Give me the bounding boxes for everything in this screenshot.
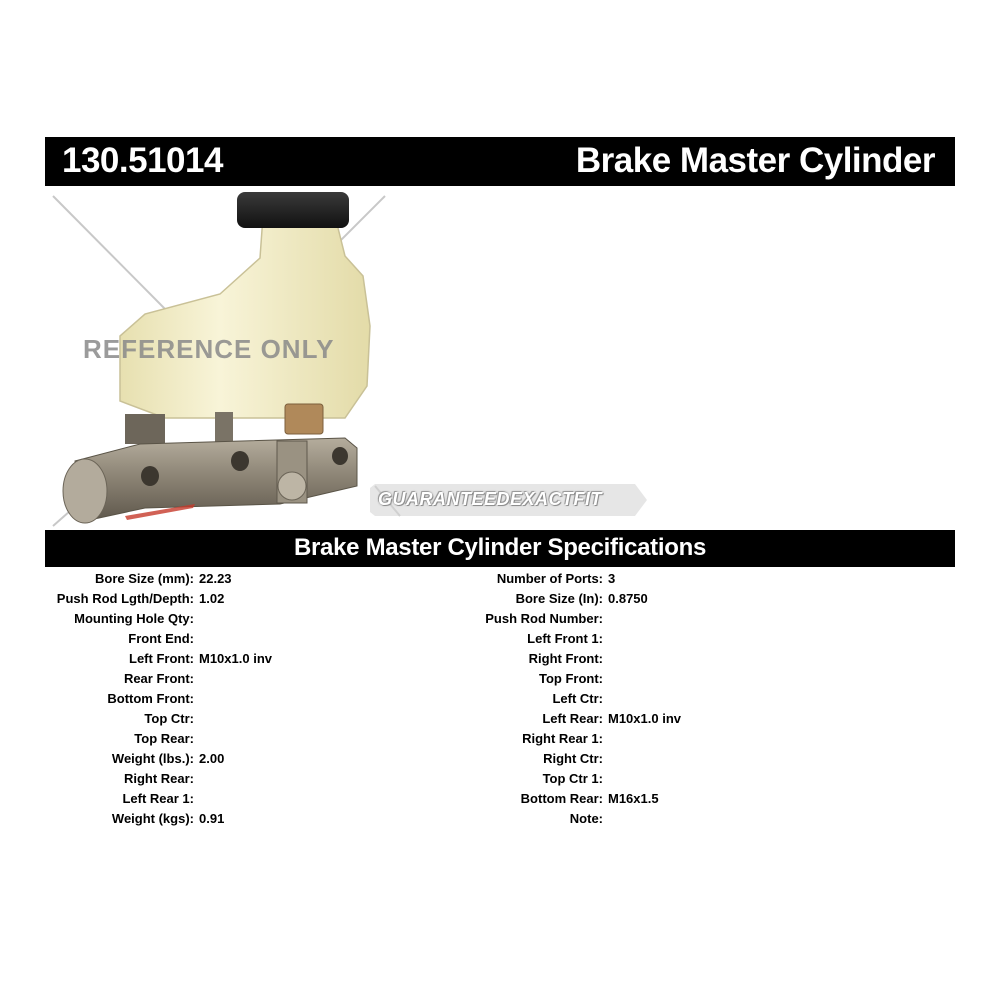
- mounting-tab: [215, 412, 233, 444]
- spec-row: Number of Ports: 3: [450, 569, 681, 589]
- spec-label: Number of Ports:: [496, 571, 603, 586]
- spec-label: Bore Size (mm):: [95, 571, 194, 586]
- spec-row: Left Rear: M10x1.0 inv: [450, 709, 681, 729]
- reference-only-watermark: REFERENCE ONLY: [83, 334, 335, 364]
- spec-label: Left Rear:: [542, 711, 603, 726]
- spec-row: Top Ctr:: [45, 709, 272, 729]
- reservoir-grommet: [125, 414, 165, 444]
- spec-label: Mounting Hole Qty:: [74, 611, 194, 626]
- spec-row: Left Front: M10x1.0 inv: [45, 649, 272, 669]
- guaranteed-exact-fit-watermark: GUARANTEEDEXACTFIT: [378, 489, 602, 509]
- spec-label: Note:: [569, 811, 603, 826]
- port-3: [332, 447, 348, 465]
- spec-label: Right Ctr:: [543, 751, 603, 766]
- reference-line: [52, 195, 171, 315]
- spec-row: Note:: [450, 809, 681, 829]
- spec-row: Bore Size (In): 0.8750: [450, 589, 681, 609]
- spec-row: Push Rod Lgth/Depth: 1.02: [45, 589, 272, 609]
- spec-label: Weight (lbs.):: [111, 751, 194, 766]
- spec-row: Left Front 1:: [450, 629, 681, 649]
- port-2: [231, 451, 249, 471]
- spec-label: Left Rear 1:: [122, 791, 194, 806]
- spec-row: Bore Size (mm): 22.23: [45, 569, 272, 589]
- spec-row: Top Rear:: [45, 729, 272, 749]
- spec-label: Bottom Rear:: [520, 791, 603, 806]
- spec-label: Left Front 1:: [527, 631, 603, 646]
- spec-label: Top Ctr:: [144, 711, 194, 726]
- spec-label: Front End:: [128, 631, 194, 646]
- cylinder-body: [74, 437, 358, 522]
- spec-row: Left Ctr:: [450, 689, 681, 709]
- spec-label: Weight (kgs):: [111, 811, 194, 826]
- spec-row: Front End:: [45, 629, 272, 649]
- spec-row: Right Ctr:: [450, 749, 681, 769]
- spec-value: 0.91: [199, 811, 225, 826]
- spec-row: Push Rod Number:: [450, 609, 681, 629]
- spec-row: Right Rear:: [45, 769, 272, 789]
- spec-value: M10x1.0 inv: [608, 711, 681, 726]
- spec-row: Top Front:: [450, 669, 681, 689]
- spec-label: Top Front:: [538, 671, 603, 686]
- product-photo: REFERENCE ONLY GUARANTEEDEXACTFIT: [45, 186, 955, 530]
- sensor-connector: [284, 403, 324, 435]
- spec-value: 0.8750: [608, 591, 648, 606]
- spec-label: Bottom Front:: [107, 691, 194, 706]
- spec-row: Weight (kgs): 0.91: [45, 809, 272, 829]
- spec-label: Left Front:: [129, 651, 194, 666]
- reservoir-cap: [237, 192, 349, 228]
- spec-label: Top Ctr 1:: [542, 771, 603, 786]
- spec-label: Rear Front:: [123, 671, 194, 686]
- guarantee-arrow: [370, 484, 647, 516]
- reservoir: [119, 215, 371, 419]
- spec-row: Bottom Front:: [45, 689, 272, 709]
- spec-row: Rear Front:: [45, 669, 272, 689]
- paint-mark: [125, 504, 195, 520]
- spec-label: Right Rear:: [123, 771, 194, 786]
- spec-header-bar: Brake Master Cylinder Specifications: [45, 530, 955, 567]
- header-bar: 130.51014 Brake Master Cylinder: [45, 137, 955, 186]
- spec-value: M16x1.5: [608, 791, 659, 806]
- spec-row: Mounting Hole Qty:: [45, 609, 272, 629]
- spec-value: 2.00: [199, 751, 225, 766]
- part-number: 130.51014: [62, 141, 223, 180]
- spec-value: M10x1.0 inv: [199, 651, 272, 666]
- brake-master-cylinder-illustration: [52, 192, 647, 527]
- spec-label: Left Ctr:: [552, 691, 603, 706]
- product-title: Brake Master Cylinder: [575, 141, 936, 180]
- spec-row: Left Rear 1:: [45, 789, 272, 809]
- cylinder-end: [62, 458, 108, 524]
- spec-label: Push Rod Number:: [485, 611, 603, 626]
- spec-title: Brake Master Cylinder Specifications: [293, 534, 707, 561]
- spec-value: 3: [608, 571, 616, 586]
- spec-label: Bore Size (In):: [515, 591, 603, 606]
- spec-row: Top Ctr 1:: [450, 769, 681, 789]
- spec-value: 22.23: [199, 571, 232, 586]
- spec-row: Weight (lbs.): 2.00: [45, 749, 272, 769]
- spec-value: 1.02: [199, 591, 225, 606]
- spec-row: Right Front:: [450, 649, 681, 669]
- spec-row: Right Rear 1:: [450, 729, 681, 749]
- flange-boss: [277, 471, 307, 501]
- port-1: [141, 466, 159, 486]
- spec-column-right: Number of Ports:3 Bore Size (In):0.8750 …: [450, 569, 681, 829]
- spec-column-left: Bore Size (mm): 22.23 Push Rod Lgth/Depth…: [45, 569, 272, 829]
- spec-label: Right Rear 1:: [522, 731, 603, 746]
- spec-label: Push Rod Lgth/Depth:: [56, 591, 194, 606]
- spec-label: Right Front:: [528, 651, 603, 666]
- spec-label: Top Rear:: [134, 731, 194, 746]
- spec-row: Bottom Rear: M16x1.5: [450, 789, 681, 809]
